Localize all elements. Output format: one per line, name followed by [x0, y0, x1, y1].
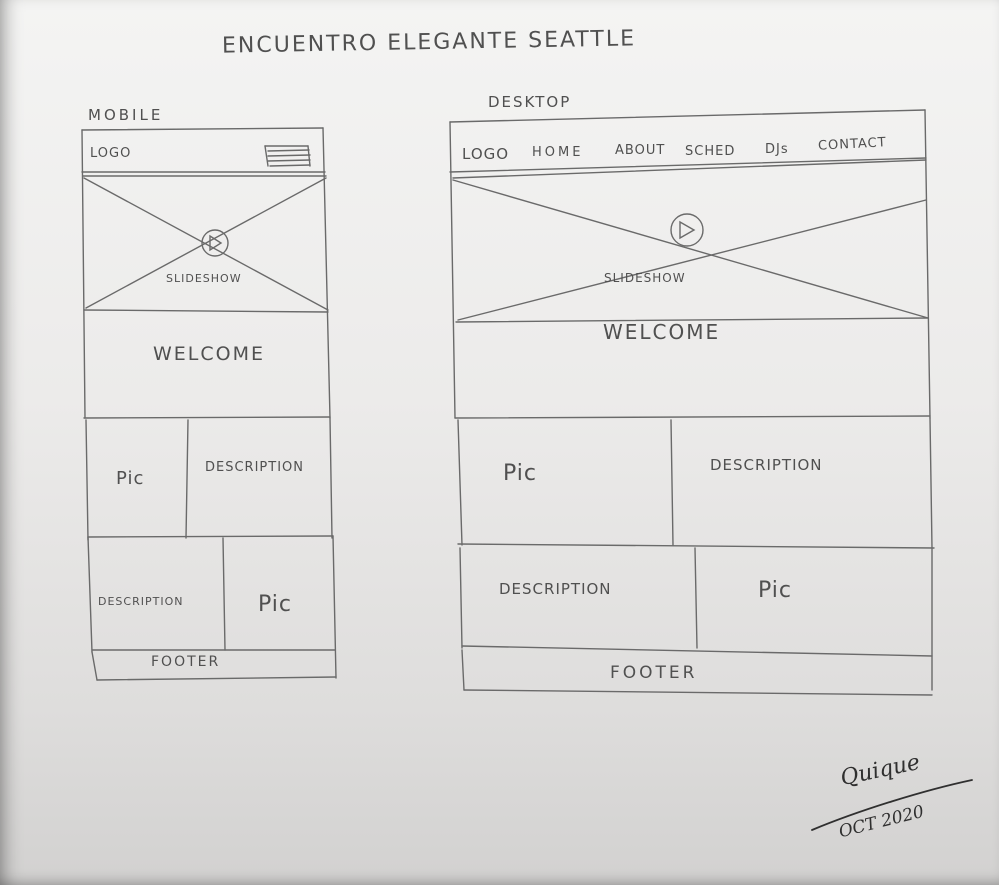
- desktop-wireframe: [449, 109, 935, 696]
- desktop-section-label: DESKTOP: [488, 93, 572, 111]
- desktop-nav-about: ABOUT: [615, 143, 666, 158]
- mobile-welcome-label: WELCOME: [153, 343, 265, 365]
- mobile-slideshow-label: SLIDESHOW: [166, 272, 242, 285]
- mobile-description-1: DESCRIPTION: [205, 460, 304, 475]
- mobile-logo: LOGO: [90, 146, 132, 161]
- desktop-pic-2: Pic: [758, 578, 792, 603]
- mobile-pic-1: Pic: [116, 468, 145, 489]
- desktop-description-1: DESCRIPTION: [710, 456, 823, 474]
- desktop-description-2: DESCRIPTION: [499, 580, 612, 598]
- desktop-pic-1: Pic: [503, 461, 537, 486]
- mobile-footer: FOOTER: [151, 654, 221, 670]
- desktop-slideshow-label: SLIDESHOW: [604, 271, 686, 285]
- hamburger-menu-icon: [264, 145, 311, 167]
- mobile-section-label: MOBILE: [88, 106, 164, 124]
- desktop-nav-home: HOME: [532, 145, 584, 160]
- signature-underline: [811, 779, 973, 831]
- mobile-pic-2: Pic: [258, 592, 292, 617]
- desktop-footer: FOOTER: [610, 663, 698, 683]
- mobile-description-2: DESCRIPTION: [98, 595, 184, 608]
- play-icon: [670, 213, 704, 247]
- desktop-nav-sched: SCHED: [685, 144, 736, 159]
- desktop-welcome-label: WELCOME: [603, 320, 721, 344]
- play-icon: [201, 229, 229, 257]
- desktop-nav-djs: DJs: [765, 142, 789, 157]
- mobile-wireframe: [81, 127, 337, 681]
- desktop-nav-logo: LOGO: [462, 145, 510, 163]
